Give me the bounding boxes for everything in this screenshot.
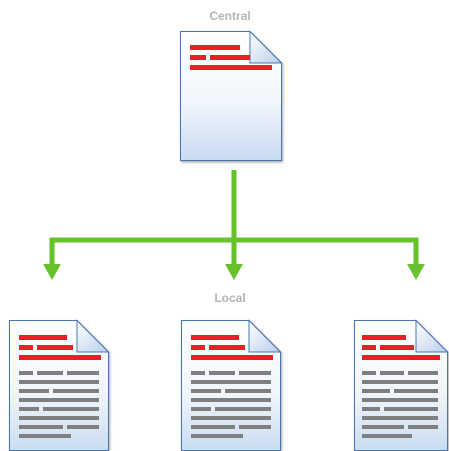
local-document-icon-middle <box>181 319 282 451</box>
arrow-down-icon <box>43 264 61 280</box>
local-document-icon-left <box>9 319 110 451</box>
connector-arrowheads <box>43 264 425 280</box>
central-label: Central <box>209 9 251 23</box>
arrow-down-icon <box>225 264 243 280</box>
local-document-icon-right <box>354 319 449 451</box>
local-label: Local <box>214 291 246 305</box>
connector-lines <box>49 170 419 268</box>
central-document-icon <box>180 30 283 161</box>
arrow-down-icon <box>407 264 425 280</box>
